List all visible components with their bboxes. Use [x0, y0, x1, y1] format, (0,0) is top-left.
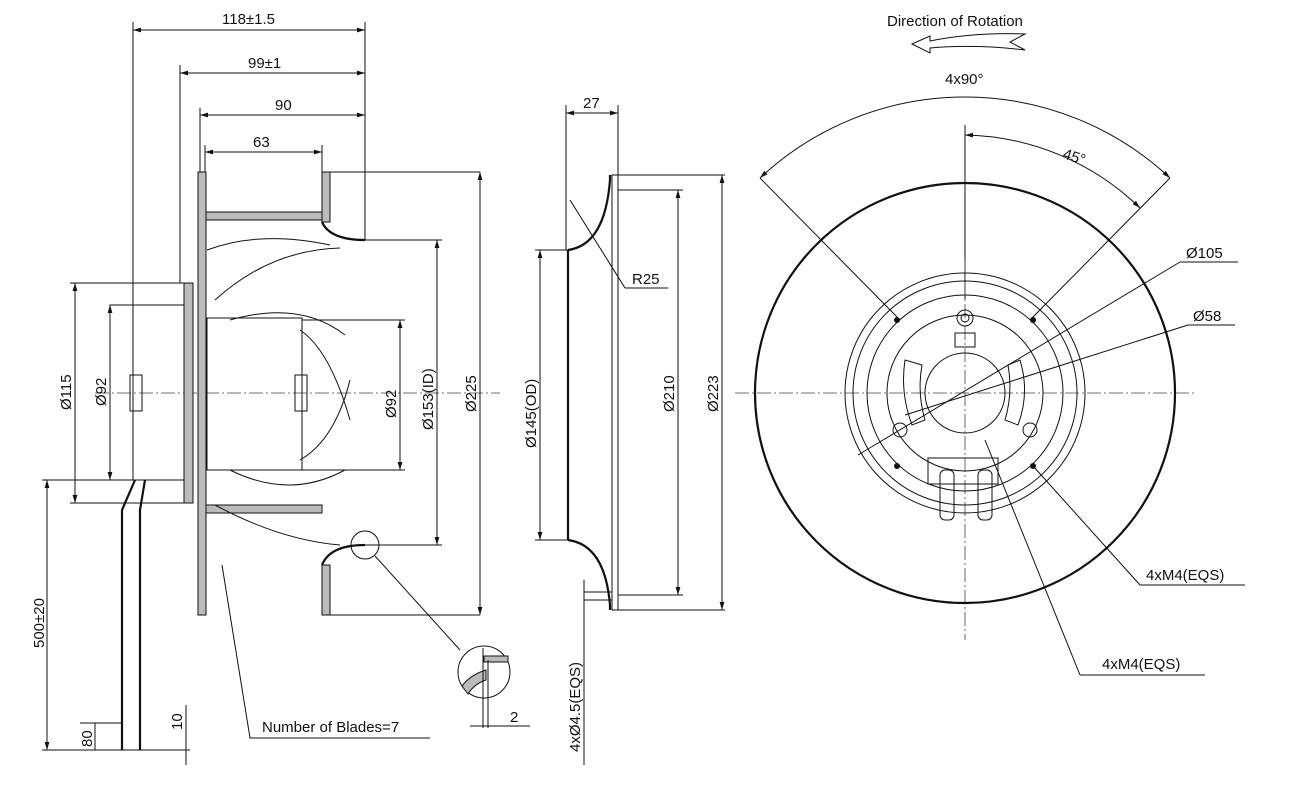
dia-105: Ø105	[1186, 245, 1223, 262]
blades-note: Number of Blades=7	[262, 719, 399, 736]
dia-inlet-id: Ø153(ID)	[420, 368, 437, 430]
ring-dia-210: Ø210	[661, 375, 678, 412]
cable-end: 10	[169, 713, 186, 730]
cable-strip: 80	[79, 730, 96, 747]
side-view: 118±1.5 99±1 90 63 Ø92 Ø153(ID) Ø225 Ø11…	[31, 11, 530, 765]
detail-thickness: 2	[510, 709, 518, 726]
dia-58: Ø58	[1193, 308, 1221, 325]
angle-spacing: 4x90°	[945, 71, 984, 88]
angle-offset: 45°	[1061, 146, 1088, 169]
dim-overall: 118±1.5	[222, 11, 275, 28]
cable-length: 500±20	[31, 598, 48, 648]
dia-flange: Ø115	[58, 374, 75, 410]
thread-inner: 4xM4(EQS)	[1102, 656, 1180, 673]
rotation-label: Direction of Rotation	[887, 13, 1023, 30]
thread-outer: 4xM4(EQS)	[1146, 567, 1224, 584]
dia-motor: Ø92	[93, 378, 110, 406]
rotation-arrow-icon	[910, 33, 1027, 54]
dim-90: 90	[275, 97, 292, 114]
ring-depth: 27	[583, 95, 600, 112]
ring-holes: 4xØ4.5(EQS)	[567, 662, 584, 752]
dim-99: 99±1	[248, 55, 281, 72]
dia-hub: Ø92	[383, 390, 400, 418]
ring-dia-od: Ø145(OD)	[523, 379, 540, 448]
inlet-ring-view: 27 R25 Ø145(OD) Ø210 Ø223 4xØ4.5(EQS)	[523, 95, 725, 765]
dim-63: 63	[253, 134, 270, 151]
front-view: Direction of Rotation 4x90° 45° Ø105 Ø58…	[735, 13, 1245, 676]
dia-outer: Ø225	[463, 375, 480, 412]
ring-dia-223: Ø223	[705, 375, 722, 412]
ring-radius: R25	[632, 271, 660, 288]
